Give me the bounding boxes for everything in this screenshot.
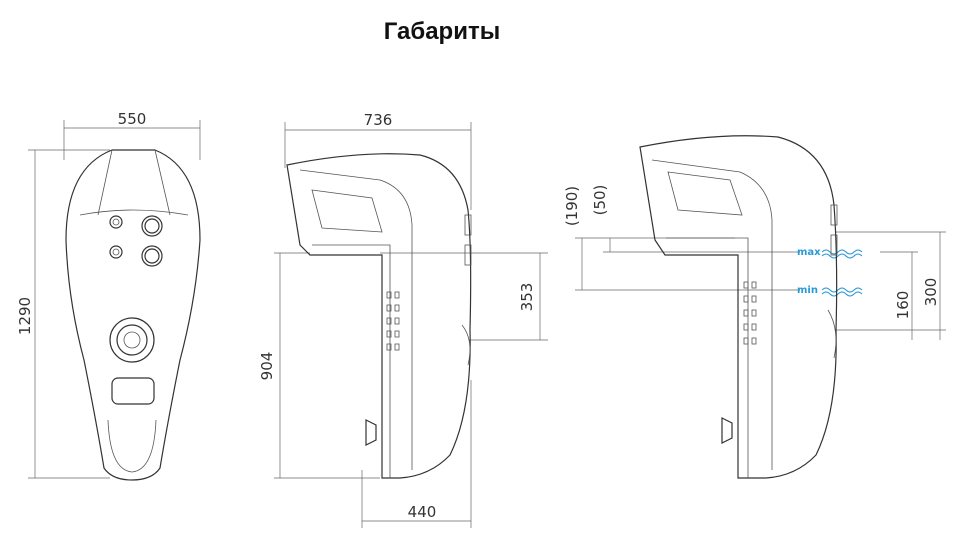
water-nozzle-icon (721, 417, 733, 444)
vent (751, 337, 757, 345)
min-level-label: min (797, 285, 818, 296)
max-wave-icon-2 (821, 253, 863, 259)
knob-bottom-icon (141, 245, 163, 267)
page-title: Габариты (383, 18, 501, 45)
small-button-bottom-icon (109, 245, 123, 259)
max-level-label: max (797, 247, 821, 258)
dim-50-label: (50) (591, 185, 609, 216)
side-window (311, 189, 383, 233)
water-window (667, 171, 743, 216)
side-handle (461, 324, 471, 366)
vent (751, 323, 757, 331)
front-handle (111, 377, 155, 405)
water-body-outline (639, 135, 838, 479)
side-inner-contour (299, 169, 413, 470)
side-base-label: 440 (408, 503, 437, 521)
small-button-top-inner (112, 218, 120, 226)
front-width-label: 550 (118, 110, 147, 128)
side-knob-bottom (464, 244, 472, 266)
vent (386, 291, 392, 299)
side-upper-label: 353 (518, 283, 536, 312)
small-button-top-icon (109, 215, 123, 229)
front-hood-edges (97, 149, 171, 216)
vent (751, 295, 757, 303)
vent (751, 281, 757, 289)
nozzle-core (123, 331, 141, 349)
side-view: 736 904 353 440 (258, 111, 548, 528)
side-knob-top (464, 214, 472, 236)
vent (386, 304, 392, 312)
vent (394, 304, 400, 312)
front-lower-panel (107, 419, 157, 473)
side-mount-line (312, 244, 391, 478)
knob-bottom-inner (144, 248, 160, 264)
dim-160-label: 160 (894, 291, 912, 320)
side-body-outline (286, 153, 472, 479)
nozzle-icon (109, 317, 155, 363)
side-vents (386, 291, 400, 351)
side-depth-label: 736 (364, 111, 393, 129)
dim-190-label: (190) (563, 186, 581, 226)
vent (394, 291, 400, 299)
water-knob-top (830, 204, 838, 226)
vent (386, 317, 392, 325)
knob-top-icon (141, 215, 163, 237)
water-mount-line (666, 237, 749, 478)
vent (394, 343, 400, 351)
front-height-label: 1290 (16, 297, 34, 335)
side-height-label: 904 (258, 352, 276, 381)
water-vents (743, 281, 757, 345)
vent (386, 343, 392, 351)
vent (743, 309, 749, 317)
min-wave-icon (821, 287, 863, 293)
nozzle-ring (116, 324, 148, 356)
vent (386, 330, 392, 338)
min-wave-icon-2 (821, 291, 863, 297)
vent (394, 330, 400, 338)
dim-300-label: 300 (922, 278, 940, 307)
front-view: 550 1290 (16, 110, 201, 481)
vent (743, 323, 749, 331)
front-hood-line (79, 209, 189, 216)
knob-top-inner (144, 218, 160, 234)
front-body-outline (65, 149, 201, 481)
vent (751, 309, 757, 317)
water-inner-contour (651, 159, 773, 470)
water-knob-bottom (830, 234, 838, 256)
side-nozzle-icon (365, 419, 377, 446)
vent (743, 281, 749, 289)
vent (743, 337, 749, 345)
max-wave-icon (821, 249, 863, 255)
water-view: (190) (50) max min 160 300 (563, 135, 946, 479)
vent (394, 317, 400, 325)
vent (743, 295, 749, 303)
small-button-bottom-inner (112, 248, 120, 256)
water-handle (827, 309, 837, 359)
